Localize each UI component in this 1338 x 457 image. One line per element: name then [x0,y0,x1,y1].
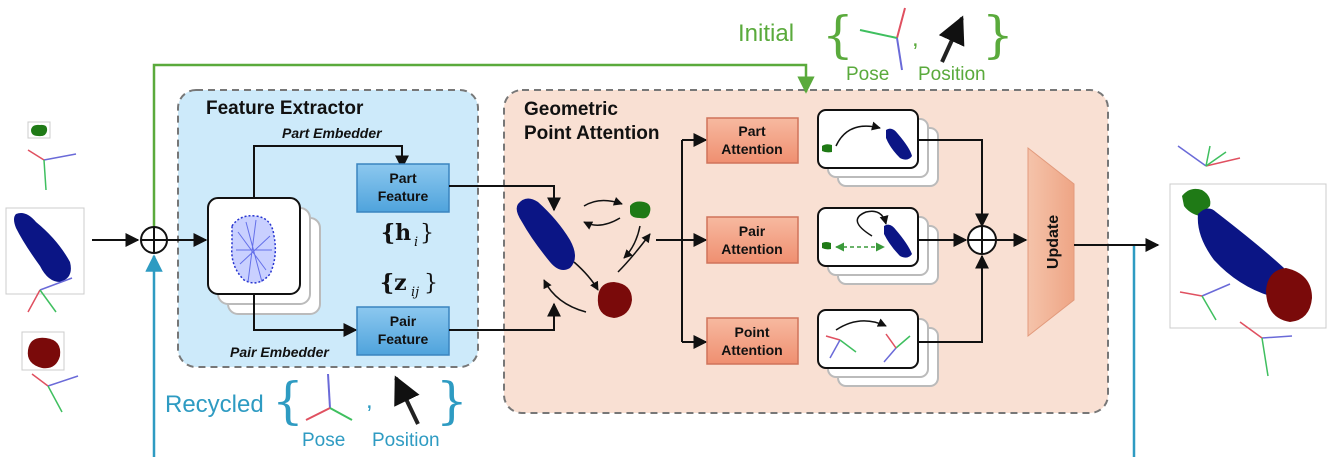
part-attention-line1: Part [738,123,766,139]
pair-attention-line2: Attention [721,241,782,257]
recycled-close-brace: } [436,372,468,430]
initial-open-brace: { [822,6,854,64]
recycled-pose-axes-icon [305,373,353,421]
feature-extractor-title: Feature Extractor [206,98,364,119]
part-embedder-path [253,145,409,198]
sum-node-merge [967,225,997,255]
point-attention-box [706,317,799,365]
svg-text:i: i [414,235,418,250]
initial-comma: , [912,25,919,52]
point-cloud-stack [207,197,321,315]
input-green-part [27,121,77,191]
svg-text:ij: ij [411,285,419,300]
part-attention-card-stack [817,109,939,187]
sum-node-input [140,226,168,254]
initial-position-label: Position [918,64,986,85]
gpa-panel [503,89,1109,414]
svg-text:}: } [424,271,438,296]
svg-text:{h: {h [381,220,411,246]
part-feature-line1: Part [389,170,417,186]
recycled-open-brace: { [272,372,304,430]
update-label: Update [1045,215,1062,269]
update-block [1027,146,1075,338]
input-navy-part [5,207,85,313]
point-attention-line2: Attention [721,342,782,358]
recycled-label: Recycled [165,391,264,418]
recycled-position-arrow-icon [394,375,420,425]
part-attention-line2: Attention [721,141,782,157]
parts-graph [516,197,651,318]
part-card-out [918,139,989,228]
z-symbol: {z ij } [380,270,438,300]
part-feature-out [449,185,561,212]
recycled-pose-label: Pose [302,430,345,451]
pair-feature-line1: Pair [390,313,417,329]
pair-embedder-label: Pair Embedder [230,344,330,360]
part-embedder-label: Part Embedder [282,125,383,141]
initial-path [152,63,815,228]
output-assembled-object [1169,145,1327,377]
initial-pose-label: Pose [846,64,889,85]
pair-feature-line2: Feature [378,331,429,347]
pair-embedder-path [253,294,358,337]
svg-text:{z: {z [380,270,407,296]
initial-pose-axes-icon [859,7,906,71]
part-feature-box [356,163,450,213]
initial-close-brace: } [982,6,1014,64]
initial-label: Initial [738,20,794,47]
pair-attention-line1: Pair [739,223,766,239]
pair-attention-card-stack [817,207,939,285]
svg-text:}: } [420,221,434,246]
part-attention-box [706,117,799,164]
recycled-position-label: Position [372,430,440,451]
point-attention-card-stack [817,309,939,387]
recycled-comma: , [366,387,373,414]
input-red-part [21,331,79,413]
point-card-out [918,254,989,343]
pair-feature-box [356,306,450,356]
initial-position-arrow-icon [938,15,965,63]
pair-attention-box [706,216,799,264]
gpa-title-line1: Geometric [524,99,618,120]
h-symbol: {h i } [381,220,434,250]
gpa-title-line2: Point Attention [524,123,659,144]
point-attention-line1: Point [735,324,770,340]
part-feature-line2: Feature [378,188,429,204]
pair-feature-out [449,302,561,331]
